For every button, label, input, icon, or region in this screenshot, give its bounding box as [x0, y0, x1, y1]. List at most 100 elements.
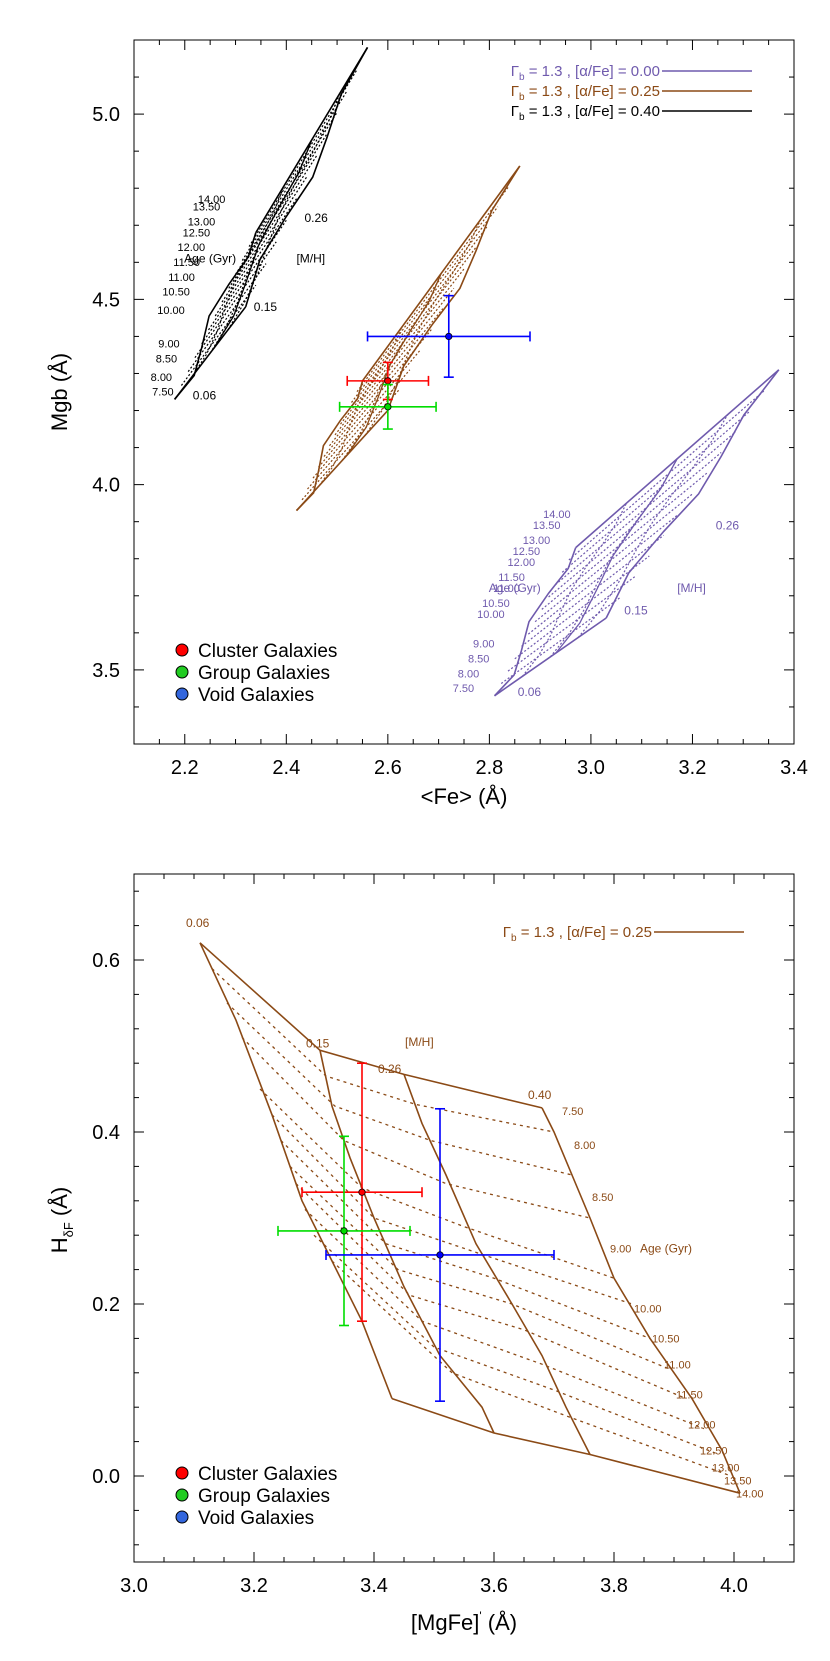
- age-line-dotted: [500, 596, 621, 684]
- galaxy-marker: [445, 332, 453, 341]
- metal-line-solid: [319, 1050, 495, 1434]
- x-tick-label: 3.4: [360, 1575, 388, 1597]
- age-line-dotted: [568, 390, 765, 561]
- metal-axis-label: [M/H]: [677, 581, 706, 595]
- age-label: 11.50: [676, 1390, 703, 1402]
- x-axis-label-2-main: [MgFe]: [411, 1610, 479, 1635]
- gamma-subscript: b: [511, 933, 517, 944]
- age-line-dotted: [241, 1036, 591, 1219]
- y-tick-labels-1: 3.54.04.55.0: [92, 104, 120, 682]
- gamma-symbol: Γ: [511, 63, 519, 80]
- x-tick-label: 3.8: [600, 1575, 628, 1597]
- model-grid: [295, 165, 521, 512]
- age-line-dotted: [289, 1165, 669, 1370]
- age-line-dotted: [340, 247, 477, 425]
- age-line-dotted: [555, 431, 736, 586]
- metallicity-label: 0.15: [254, 300, 278, 314]
- metal-line-solid: [493, 547, 577, 697]
- age-label: 12.00: [178, 242, 206, 254]
- age-label: 14.00: [198, 194, 226, 206]
- x-tick-label: 3.6: [480, 1575, 508, 1597]
- age-line-dotted: [356, 186, 510, 393]
- gamma-symbol: Γ: [503, 924, 511, 941]
- y-axis-label-2-unit: (Å): [47, 1187, 72, 1222]
- gamma-subscript: b: [519, 72, 525, 83]
- age-line-dotted: [534, 493, 693, 623]
- age-line-dotted: [226, 1002, 573, 1176]
- metal-line-solid: [605, 369, 780, 619]
- metal-line-solid: [403, 1074, 591, 1455]
- grid-legend-text: = 1.3 , [α/Fe] = 0.40: [525, 103, 660, 120]
- age-label: 13.50: [724, 1476, 752, 1488]
- metal-axis-label: [M/H]: [405, 1035, 434, 1049]
- metal-line-solid: [244, 47, 369, 308]
- x-axis-label-1: <Fe> (Å): [421, 784, 508, 809]
- x-tick-label: 4.0: [720, 1575, 748, 1597]
- grid-legend-label: Γb = 1.3 , [α/Fe] = 0.00: [511, 63, 660, 83]
- age-boundary: [295, 409, 389, 512]
- age-line-dotted: [241, 90, 348, 261]
- age-label: 12.00: [508, 557, 536, 569]
- x-axis-label-2: [MgFe]' (Å): [411, 1609, 517, 1635]
- age-label: 13.50: [193, 201, 221, 213]
- gamma-subscript: b: [519, 92, 525, 103]
- age-line-dotted: [345, 226, 488, 414]
- legend-label: Cluster Galaxies: [198, 1464, 337, 1485]
- y-tick-label: 4.5: [92, 289, 120, 311]
- axis-ticks-1: [133, 39, 795, 745]
- gamma-symbol: Γ: [511, 103, 519, 120]
- metallicity-label: 0.06: [518, 685, 542, 699]
- grid-legend-label: Γb = 1.3 , [α/Fe] = 0.25: [511, 83, 660, 103]
- model-grids-1: 7.508.008.509.0010.0010.5011.0011.5012.0…: [151, 46, 780, 699]
- age-line-dotted: [259, 1088, 615, 1279]
- age-line-dotted: [313, 1234, 720, 1456]
- metal-line-dotted: [364, 219, 482, 436]
- x-tick-label: 2.4: [272, 757, 300, 779]
- age-line-dotted: [180, 284, 257, 386]
- age-axis-label: Age (Gyr): [184, 251, 236, 265]
- age-label: 8.00: [458, 668, 479, 680]
- age-label: 13.00: [523, 535, 551, 547]
- model-grid: 7.508.008.509.0010.0010.5011.0011.5012.0…: [151, 46, 369, 403]
- y-tick-label: 4.0: [92, 475, 120, 497]
- metal-line-dotted: [191, 186, 285, 377]
- plot-frame-1: [133, 39, 795, 745]
- metal-line-solid: [295, 380, 364, 512]
- age-line-dotted: [201, 219, 287, 345]
- age-boundary: [173, 306, 247, 400]
- y-tick-label: 0.4: [92, 1122, 120, 1144]
- age-label: 11.00: [493, 583, 520, 595]
- galaxy-point-cluster-galaxies: [301, 1062, 423, 1322]
- metallicity-label: 0.15: [306, 1036, 330, 1050]
- galaxy-marker: [340, 1227, 348, 1235]
- x-tick-label: 3.4: [780, 757, 808, 779]
- age-axis-label: Age (Gyr): [489, 581, 541, 595]
- y-axis-label-2-sub: δF: [61, 1222, 76, 1237]
- axis-ticks-2: [133, 874, 795, 1562]
- age-label: 11.50: [498, 572, 525, 584]
- galaxy-marker: [436, 1251, 444, 1259]
- y-tick-labels-2: 0.00.20.40.6: [92, 950, 120, 1488]
- grid-legend-text: = 1.3 , [α/Fe] = 0.25: [517, 924, 652, 941]
- galaxy-marker: [384, 403, 392, 411]
- age-label: 13.50: [533, 520, 561, 532]
- grid-legend-text: = 1.3 , [α/Fe] = 0.25: [525, 83, 660, 100]
- galaxy-points-1: [338, 294, 531, 430]
- x-tick-label: 3.2: [240, 1575, 268, 1597]
- age-label: 10.50: [652, 1334, 680, 1346]
- x-axis-label-2-prime: ': [479, 1609, 481, 1623]
- metal-line-dotted: [227, 93, 341, 331]
- age-line-dotted: [211, 968, 555, 1133]
- age-label: 12.00: [688, 1420, 716, 1432]
- age-label: 11.50: [173, 257, 200, 269]
- y-axis-label-2: HδF (Å): [47, 1187, 76, 1254]
- age-line-dotted: [295, 1183, 687, 1400]
- age-label: 14.00: [736, 1489, 764, 1501]
- age-label: 13.00: [188, 216, 216, 228]
- age-label: 11.00: [664, 1360, 691, 1372]
